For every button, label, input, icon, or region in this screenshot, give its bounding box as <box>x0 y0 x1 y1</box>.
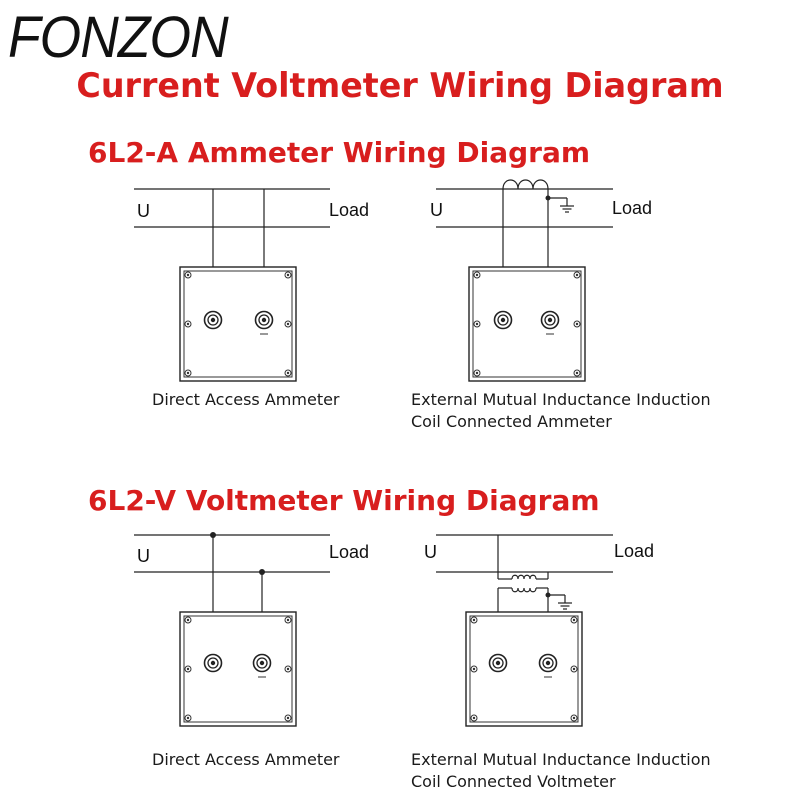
caption-line: Coil Connected Voltmeter <box>411 772 616 791</box>
terminal-icon <box>488 653 508 673</box>
caption-line: External Mutual Inductance Induction <box>411 390 711 409</box>
coil-icon <box>511 587 537 593</box>
terminal-icon <box>540 310 560 330</box>
caption-direct-ammeter: Direct Access Ammeter <box>152 389 340 411</box>
section-title-voltmeter: 6L2-V Voltmeter Wiring Diagram <box>88 484 600 517</box>
ground-icon <box>559 197 575 213</box>
brand-logo: FONZON <box>8 5 229 70</box>
meter-box <box>180 267 296 381</box>
load-label: Load <box>612 198 652 218</box>
source-label: U <box>424 542 437 562</box>
caption-direct-voltmeter: Direct Access Ammeter <box>152 749 340 771</box>
terminal-icon <box>493 310 513 330</box>
diagram-coil-voltmeter: U Load <box>424 534 654 726</box>
source-label: U <box>137 546 150 566</box>
caption-line: Coil Connected Ammeter <box>411 412 612 431</box>
source-label: U <box>137 201 150 221</box>
section-title-ammeter: 6L2-A Ammeter Wiring Diagram <box>88 136 591 169</box>
caption-coil-voltmeter: External Mutual Inductance Induction Coi… <box>411 749 711 793</box>
coil-icon <box>511 574 537 580</box>
caption-line: Direct Access Ammeter <box>152 390 340 409</box>
diagram-coil-ammeter: U Load <box>430 179 652 381</box>
terminal-icon <box>538 653 558 673</box>
caption-line: External Mutual Inductance Induction <box>411 750 711 769</box>
diagram-direct-voltmeter: U Load <box>134 532 369 726</box>
load-label: Load <box>329 200 369 220</box>
diagram-direct-ammeter: U Load <box>134 188 369 381</box>
meter-box <box>180 612 296 726</box>
coil-icon <box>502 179 549 190</box>
meter-box <box>466 612 582 726</box>
load-label: Load <box>614 541 654 561</box>
terminal-icon <box>254 310 274 330</box>
caption-coil-ammeter: External Mutual Inductance Induction Coi… <box>411 389 711 433</box>
caption-line: Direct Access Ammeter <box>152 750 340 769</box>
page-title: Current Voltmeter Wiring Diagram <box>76 66 724 106</box>
terminal-icon <box>252 653 272 673</box>
source-label: U <box>430 200 443 220</box>
load-label: Load <box>329 542 369 562</box>
terminal-icon <box>203 653 223 673</box>
terminal-icon <box>203 310 223 330</box>
meter-box <box>469 267 585 381</box>
ground-icon <box>557 594 573 610</box>
